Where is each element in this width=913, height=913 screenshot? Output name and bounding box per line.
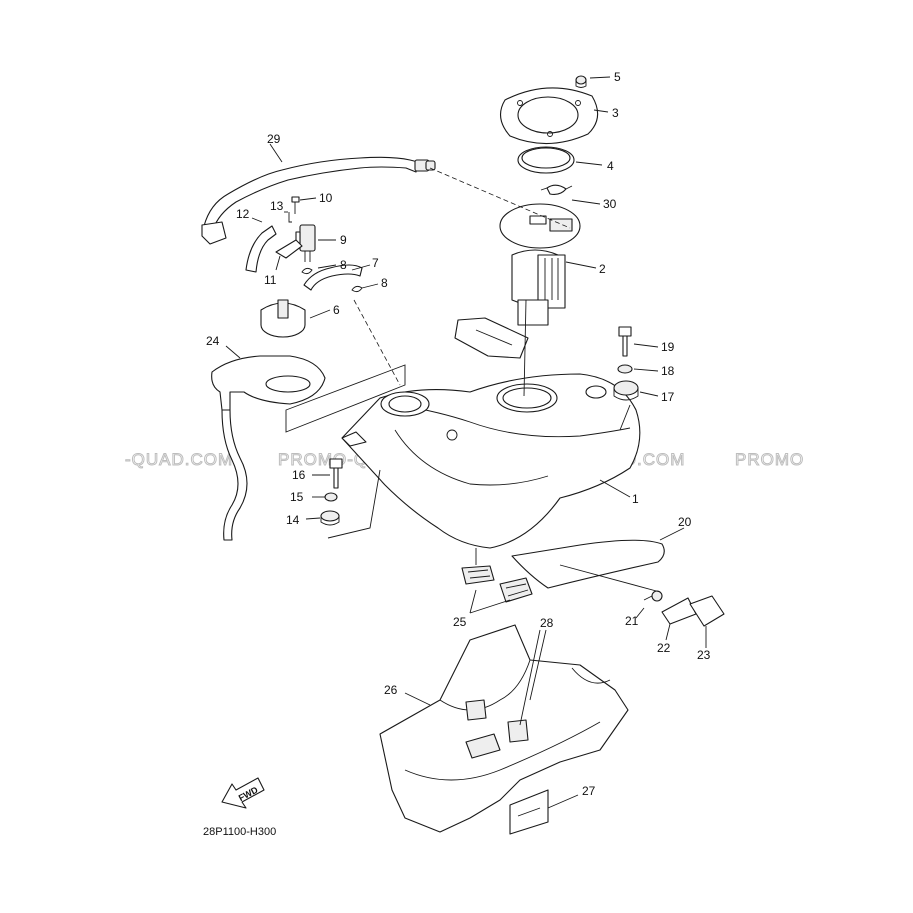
callout-2: 2 — [599, 262, 606, 276]
under-cover — [379, 624, 629, 833]
callout-11: 11 — [264, 273, 277, 287]
fuel-pump-assembly — [454, 203, 581, 359]
protector-22 — [661, 597, 697, 625]
callout-26: 26 — [384, 683, 398, 697]
callout-3: 3 — [612, 106, 619, 120]
callout-29: 29 — [267, 132, 281, 146]
hose-clamp — [540, 184, 573, 195]
callout-25: 25 — [453, 615, 467, 629]
callout-19: 19 — [661, 340, 675, 354]
collar-18 — [617, 364, 633, 374]
fuel-hose-7 — [303, 264, 363, 291]
callout-9: 9 — [340, 233, 347, 247]
callout-14: 14 — [286, 513, 300, 527]
callout-5: 5 — [614, 70, 621, 84]
callout-8b: 8 — [381, 276, 388, 290]
callout-16: 16 — [292, 468, 306, 482]
collar-15 — [324, 492, 338, 502]
pump-retainer-plate — [499, 87, 599, 145]
tank-damper-25b — [499, 577, 533, 603]
callout-22: 22 — [657, 641, 671, 655]
watermark-4: PROMO — [735, 450, 804, 469]
callout-23: 23 — [697, 648, 711, 662]
callout-8a: 8 — [340, 258, 347, 272]
callout-6: 6 — [333, 303, 340, 317]
callout-10: 10 — [319, 191, 333, 205]
callout-20: 20 — [678, 515, 692, 529]
bolt-19 — [618, 326, 632, 357]
callout-18: 18 — [661, 364, 675, 378]
callout-27: 27 — [582, 784, 596, 798]
short-hose — [245, 225, 277, 273]
fuel-cap — [260, 299, 306, 338]
watermark-1: -QUAD.COM — [125, 450, 233, 469]
callout-28: 28 — [540, 616, 554, 630]
diagram-code: 28P1100-H300 — [203, 826, 276, 838]
protector-23 — [689, 595, 725, 627]
damper-14 — [320, 510, 340, 526]
leader-lines — [225, 76, 707, 809]
callout-21: 21 — [625, 614, 639, 628]
valve-bracket — [275, 239, 303, 259]
screw-21 — [643, 590, 663, 602]
callout-4: 4 — [607, 159, 614, 173]
breather-hose — [201, 156, 436, 245]
screw-13 — [288, 212, 292, 223]
callout-30: 30 — [603, 197, 617, 211]
nut — [575, 75, 587, 88]
callout-numbers: 1 2 3 4 5 6 7 8 8 9 10 11 12 13 14 15 16… — [206, 70, 711, 798]
bolt-10 — [291, 196, 300, 214]
damper-17 — [613, 380, 639, 401]
caution-label — [509, 789, 549, 835]
callout-7: 7 — [372, 256, 379, 270]
pump-gasket — [517, 146, 575, 174]
hose-clip-8b — [351, 285, 363, 293]
reference-lines — [285, 167, 661, 593]
filler-neck-with-tube — [211, 355, 326, 541]
tank-damper-25a — [461, 565, 495, 585]
fuel-tank — [341, 373, 641, 549]
callout-17: 17 — [661, 390, 675, 404]
bolt-16 — [329, 458, 343, 489]
fwd-arrow-icon: FWD — [221, 777, 265, 809]
hose-clip-8a — [301, 267, 313, 275]
callout-24: 24 — [206, 334, 220, 348]
heat-protector — [511, 539, 665, 589]
callout-13: 13 — [270, 199, 284, 213]
callout-12: 12 — [236, 207, 250, 221]
callout-1: 1 — [632, 492, 639, 506]
callout-15: 15 — [290, 490, 304, 504]
